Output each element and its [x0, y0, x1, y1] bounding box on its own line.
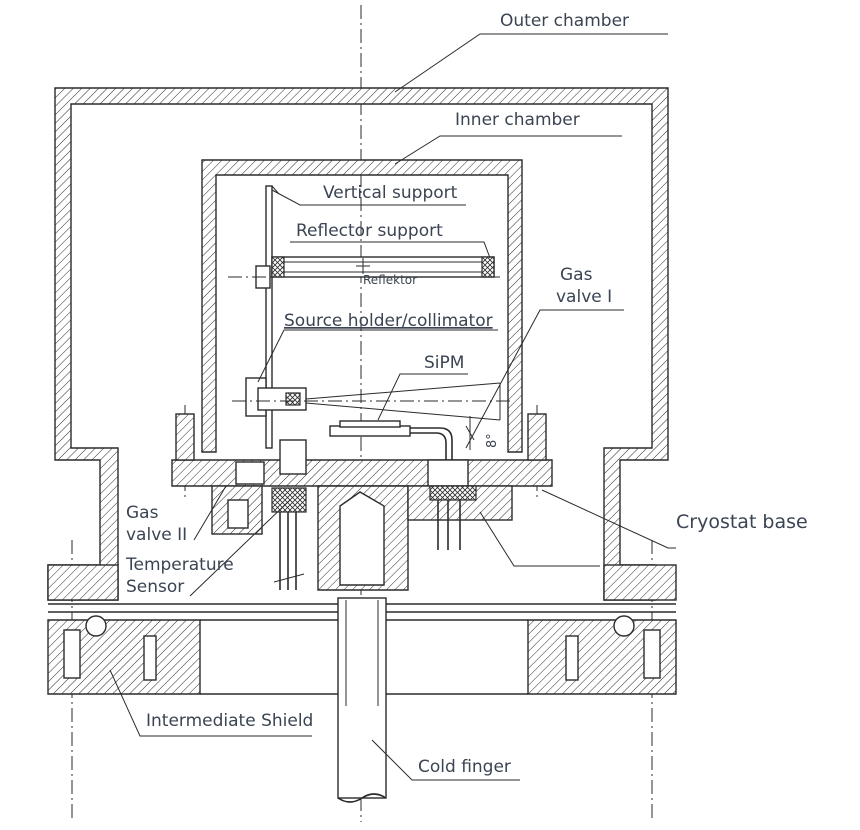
label-gas-valve-1-b: valve I — [556, 287, 612, 307]
angle-label: 8° — [485, 433, 500, 448]
o-ring-left — [85, 615, 107, 637]
bolt-left — [175, 413, 195, 461]
leader-temperature-sensor — [189, 499, 291, 597]
label-intermediate-shield: Intermediate Shield — [146, 711, 313, 731]
vertical-support — [265, 185, 273, 449]
sipm-cable — [410, 427, 453, 470]
leader-feedthrough — [479, 511, 600, 567]
label-reflector-support: Reflector support — [296, 221, 443, 241]
leader-source-holder — [257, 329, 498, 383]
leader-vertical-support — [271, 189, 466, 206]
inner-chamber-wall — [201, 159, 523, 453]
label-temperature-sensor-b: Sensor — [126, 577, 184, 597]
outer-flange-right — [603, 564, 677, 601]
cold-finger — [337, 597, 387, 799]
label-cryostat-base: Cryostat base — [676, 511, 808, 533]
label-temperature-sensor-a: Temperature — [125, 555, 234, 575]
leader-cryostat-base — [541, 489, 676, 549]
label-gas-valve-2-a: Gas — [126, 503, 159, 523]
cryostat-base-plate — [171, 459, 553, 487]
outer-flange-left — [47, 564, 119, 601]
leader-gas-valve-2 — [193, 485, 227, 541]
label-source-holder: Source holder/collimator — [284, 311, 493, 331]
temperature-sensor — [271, 487, 307, 513]
label-sipm: SiPM — [424, 353, 464, 373]
label-reflektor: Reflektor — [363, 273, 417, 287]
label-outer-chamber: Outer chamber — [500, 11, 629, 31]
leader-inner-chamber — [394, 135, 622, 165]
label-cold-finger: Cold finger — [418, 757, 511, 777]
cold-finger-top — [339, 491, 385, 586]
leader-gas-valve-1 — [465, 309, 624, 449]
leader-outer-chamber — [394, 33, 668, 93]
leader-cold-finger — [371, 739, 520, 781]
bolt-right — [527, 413, 547, 461]
label-gas-valve-1-a: Gas — [560, 265, 593, 285]
label-vertical-support: Vertical support — [323, 183, 458, 203]
label-gas-valve-2-b: valve II — [126, 525, 187, 545]
label-inner-chamber: Inner chamber — [455, 110, 580, 130]
leader-intermediate-shield — [109, 669, 312, 737]
leader-sipm — [377, 373, 468, 421]
o-ring-right — [613, 615, 635, 637]
leader-reflector-support — [290, 241, 491, 259]
